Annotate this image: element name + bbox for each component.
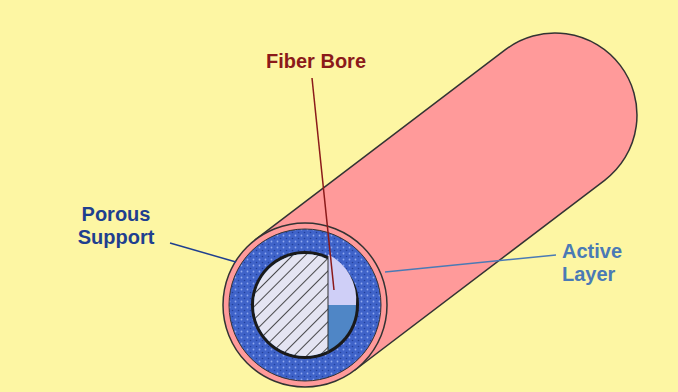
bore-rim xyxy=(251,251,359,359)
leader-line xyxy=(312,78,334,290)
bore xyxy=(254,254,356,356)
bore-hatching xyxy=(254,254,328,356)
leader-line xyxy=(170,243,236,262)
active-layer-ring xyxy=(223,223,387,387)
porous-support-ring xyxy=(229,229,381,381)
part-label: Active Layer xyxy=(562,240,662,286)
bore-divider xyxy=(328,256,329,354)
part-label: Fiber Bore xyxy=(246,50,386,73)
part-label: Porous Support xyxy=(62,203,170,249)
leader-line xyxy=(385,255,556,272)
